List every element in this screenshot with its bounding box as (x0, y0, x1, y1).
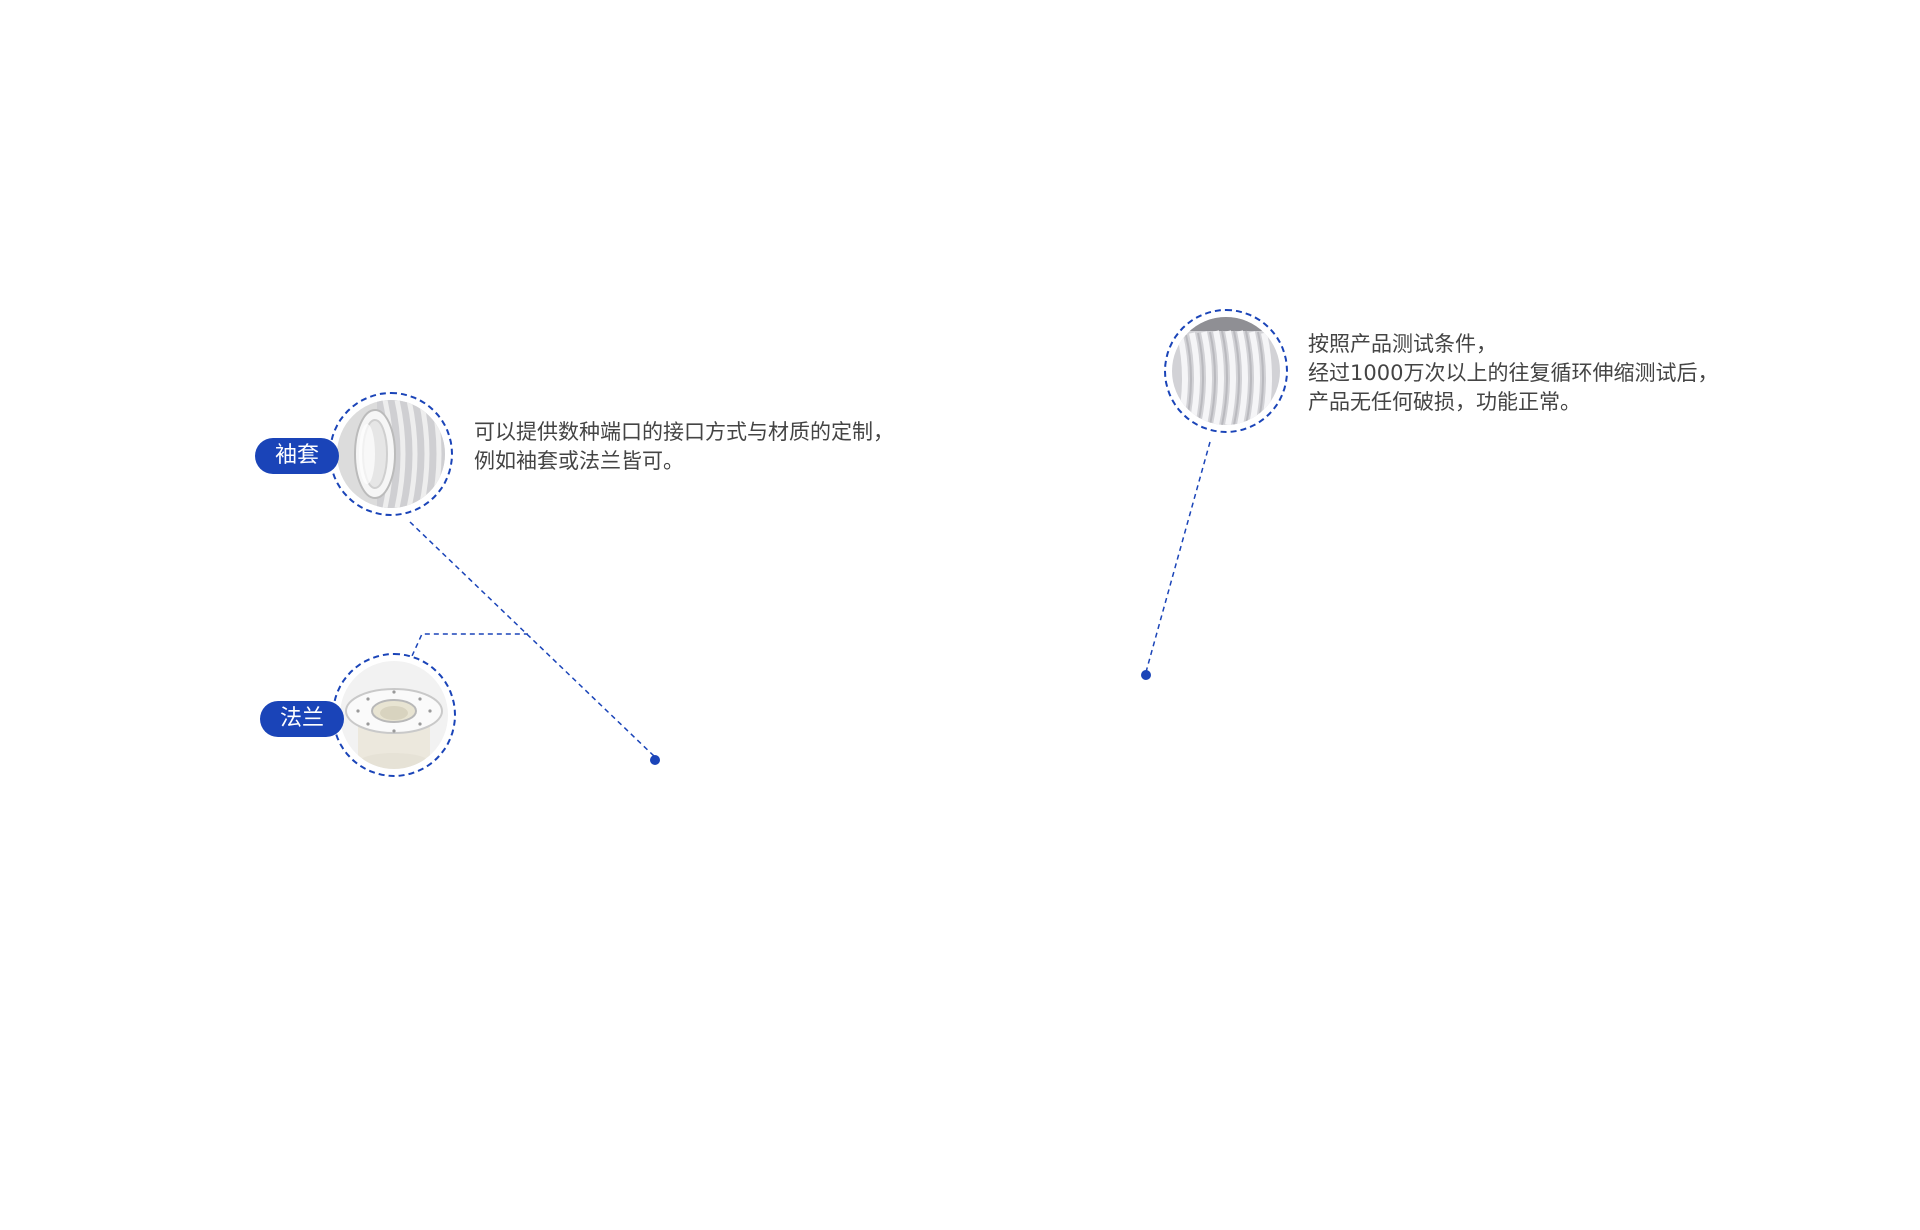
sleeve-description-line: 例如袖套或法兰皆可。 (474, 449, 684, 473)
sleeve-label: 袖套 (255, 438, 339, 474)
durability-description-line: 产品无任何破损，功能正常。 (1308, 390, 1581, 414)
flange-fitting-photo (340, 661, 448, 769)
flange-label: 法兰 (260, 701, 344, 737)
durability-anchor-dot (1141, 670, 1151, 680)
sleeve-connector-line (409, 521, 656, 758)
sleeve-hose-photo (337, 400, 445, 508)
durability-description-line: 经过1000万次以上的往复循环伸缩测试后， (1308, 361, 1719, 385)
sleeve-description-line: 可以提供数种端口的接口方式与材质的定制， (474, 420, 894, 444)
flange-connector-line (411, 633, 528, 657)
corrugated-hose-photo (1172, 317, 1280, 425)
sleeve-description: 可以提供数种端口的接口方式与材质的定制， 例如袖套或法兰皆可。 (474, 418, 894, 476)
durability-thumbnail (1164, 309, 1288, 433)
flange-thumbnail (332, 653, 456, 777)
durability-description: 按照产品测试条件， 经过1000万次以上的往复循环伸缩测试后， 产品无任何破损，… (1308, 330, 1718, 417)
sleeve-thumbnail (329, 392, 453, 516)
durability-connector-line (1145, 441, 1211, 673)
sleeve-anchor-dot (650, 755, 660, 765)
durability-description-line: 按照产品测试条件， (1308, 332, 1497, 356)
